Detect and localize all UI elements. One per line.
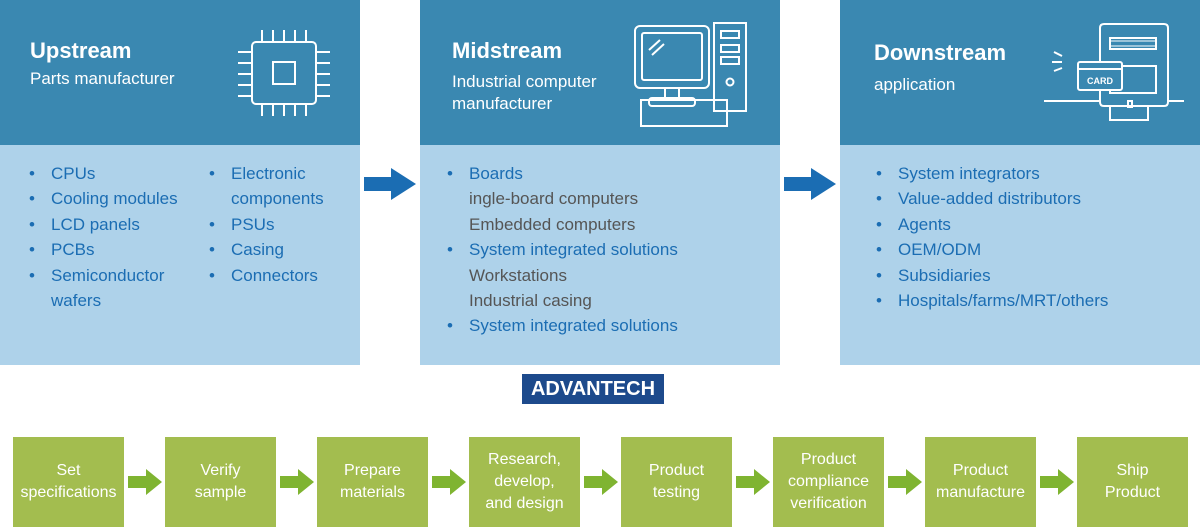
- process-step: Verify sample: [165, 437, 276, 527]
- list-item: CPUs: [29, 161, 178, 187]
- downstream-title: Downstream: [874, 40, 1007, 65]
- process-step-label: Set specifications: [20, 460, 116, 504]
- list-item: System integrated solutions: [447, 313, 678, 339]
- downstream-panel: Downstream application CARD System integ…: [840, 0, 1200, 365]
- list-item: Cooling modules: [29, 186, 178, 212]
- process-step-label-line: and design: [485, 495, 564, 512]
- process-step-label-line: sample: [194, 484, 247, 501]
- process-step-label-line: manufacture: [936, 484, 1025, 501]
- process-step-label-line: testing: [652, 484, 701, 501]
- process-step-label-line: materials: [340, 484, 405, 501]
- upstream-title: Upstream: [30, 38, 132, 63]
- list-subitem: Industrial casing: [469, 291, 592, 311]
- midstream-subtitle-line1: Industrial computer: [452, 72, 597, 91]
- card-label: CARD: [1087, 76, 1113, 86]
- list-item: System integrators: [876, 161, 1108, 187]
- list-item: Connectors: [209, 263, 324, 289]
- list-item: System integrated solutions: [447, 237, 678, 263]
- process-step: Product compliance verification: [773, 437, 884, 527]
- process-step-label: Product manufacture: [936, 460, 1025, 504]
- list-item: Value-added distributors: [876, 186, 1108, 212]
- process-step-label-line: Verify: [200, 462, 241, 479]
- process-step-label-line: Product: [800, 451, 857, 468]
- list-item: Hospitals/farms/MRT/others: [876, 288, 1108, 314]
- process-step-label-line: specifications: [20, 484, 117, 501]
- upstream-subtitle: Parts manufacturer: [30, 69, 175, 88]
- arrow-right-icon: [128, 469, 162, 495]
- list-item: Semiconductor: [29, 263, 178, 289]
- card-reader-icon: CARD: [1044, 23, 1184, 121]
- process-step-label-line: verification: [790, 495, 867, 512]
- process-step: Research, develop, and design: [469, 437, 580, 527]
- process-step-label-line: Set: [56, 462, 81, 479]
- list-item: Casing: [209, 237, 324, 263]
- list-item-continuation: components: [231, 189, 324, 209]
- arrow-right-icon: [1040, 469, 1074, 495]
- process-step-label: Research, develop, and design: [485, 449, 563, 515]
- arrow-right-icon: [736, 469, 770, 495]
- midstream-list: Boards ingle-board computers Embedded co…: [447, 161, 678, 339]
- process-step-label: Product testing: [649, 460, 704, 504]
- chip-icon: [238, 30, 330, 116]
- process-step-label-line: develop,: [494, 473, 555, 490]
- downstream-list: System integrators Value-added distribut…: [876, 161, 1108, 314]
- upstream-header: Upstream Parts manufacturer: [0, 0, 360, 145]
- process-step-label: Product compliance verification: [788, 449, 869, 515]
- arrow-right-icon: [888, 469, 922, 495]
- arrow-right-icon: [364, 168, 416, 200]
- advantech-logo: ADVANTECH: [522, 374, 664, 404]
- upstream-body: CPUs Cooling modules LCD panels PCBs Sem…: [0, 145, 360, 365]
- process-step-label-line: Product: [648, 462, 705, 479]
- downstream-header: Downstream application CARD: [840, 0, 1200, 145]
- process-step-label: Verify sample: [195, 460, 247, 504]
- process-step-label-line: Prepare: [344, 462, 401, 479]
- list-item: OEM/ODM: [876, 237, 1108, 263]
- list-item: Boards: [447, 161, 678, 187]
- downstream-subtitle: application: [874, 75, 956, 94]
- list-subitem: Workstations: [469, 265, 567, 285]
- upstream-list-col1: CPUs Cooling modules LCD panels PCBs Sem…: [29, 161, 178, 313]
- list-item: PSUs: [209, 212, 324, 238]
- midstream-body: Boards ingle-board computers Embedded co…: [420, 145, 780, 365]
- list-item: Subsidiaries: [876, 263, 1108, 289]
- list-item: LCD panels: [29, 212, 178, 238]
- list-item: Electronic: [209, 161, 324, 187]
- desktop-computer-icon: [634, 22, 747, 127]
- process-step-label-line: Product: [1104, 484, 1161, 501]
- arrow-right-icon: [784, 168, 836, 200]
- process-step-label: Prepare materials: [340, 460, 405, 504]
- downstream-body: System integrators Value-added distribut…: [840, 145, 1200, 365]
- process-step: Prepare materials: [317, 437, 428, 527]
- list-item: Agents: [876, 212, 1108, 238]
- list-subitem: ingle-board computers: [469, 189, 639, 209]
- arrow-right-icon: [584, 469, 618, 495]
- process-step: Product manufacture: [925, 437, 1036, 527]
- process-step: Product testing: [621, 437, 732, 527]
- process-step-label-line: Ship: [1116, 462, 1149, 479]
- process-step-label-line: Research,: [488, 451, 561, 468]
- midstream-header: Midstream Industrial computer manufactur…: [420, 0, 780, 145]
- midstream-title: Midstream: [452, 38, 563, 63]
- upstream-list-col2: Electronic components PSUs Casing Connec…: [209, 161, 324, 288]
- list-subitem: Embedded computers: [469, 214, 636, 234]
- process-step-label-line: Product: [952, 462, 1009, 479]
- midstream-subtitle-line2: manufacturer: [452, 94, 553, 113]
- upstream-panel: Upstream Parts manufacturer CPUs Cooling…: [0, 0, 360, 365]
- list-item-continuation: wafers: [51, 291, 102, 311]
- midstream-panel: Midstream Industrial computer manufactur…: [420, 0, 780, 365]
- list-item: PCBs: [29, 237, 178, 263]
- process-step-label-line: compliance: [788, 473, 869, 490]
- arrow-right-icon: [280, 469, 314, 495]
- process-step: Set specifications: [13, 437, 124, 527]
- arrow-right-icon: [432, 469, 466, 495]
